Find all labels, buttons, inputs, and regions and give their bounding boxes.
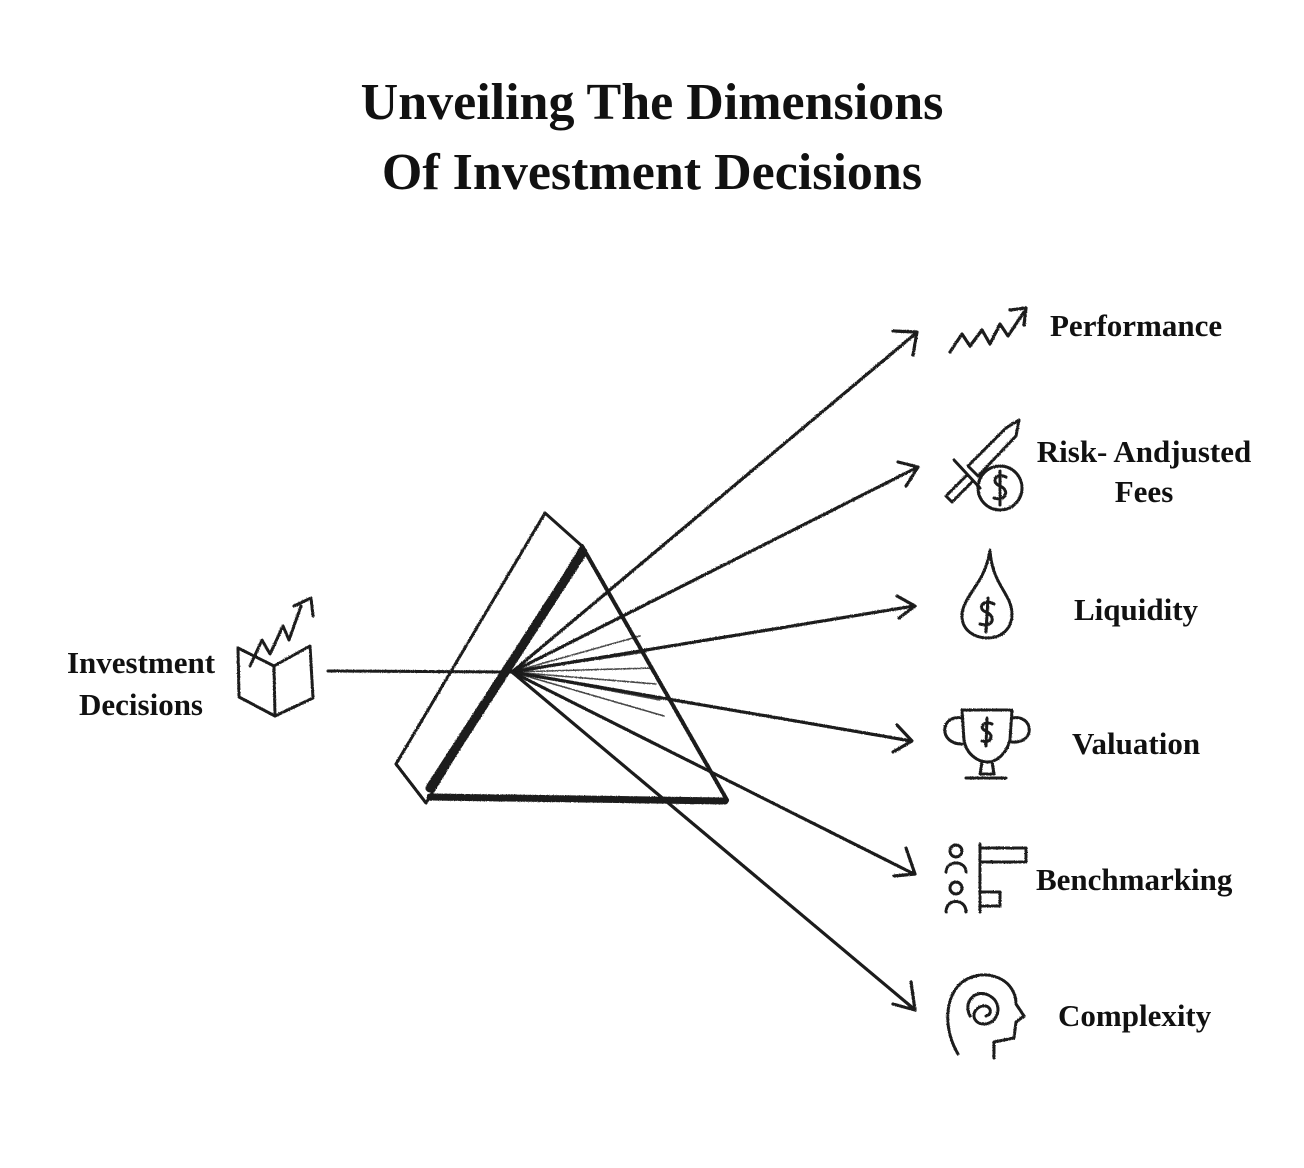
source-label-line-1: Investment: [66, 645, 216, 680]
page-title: Unveiling The Dimensions Of Investment D…: [0, 68, 1304, 208]
dollar-drop-icon: [960, 548, 1014, 640]
title-line-2: Of Investment Decisions: [381, 144, 923, 201]
open-book-growth-icon: [236, 596, 315, 718]
dimension-label-performance: Performance: [1050, 308, 1223, 343]
head-brain-icon: [946, 973, 1026, 1060]
arrow-risk-adjusted-fees: [510, 460, 920, 674]
trophy-icon: [943, 708, 1031, 780]
dimension-label-liquidity: Liquidity: [1074, 592, 1199, 627]
source-label: Investment Decisions: [36, 642, 246, 726]
sword-coin-icon: [944, 418, 1024, 512]
prism: [394, 511, 729, 805]
risk-label-line-1: Risk- Andjusted: [1036, 434, 1252, 469]
dimension-label-benchmarking: Benchmarking: [1036, 862, 1233, 897]
arrow-performance: [510, 329, 919, 674]
arrow-liquidity: [510, 594, 917, 674]
arrow-complexity: [510, 670, 917, 1012]
dimension-label-risk-adjusted-fees: Risk- Andjusted Fees: [1024, 432, 1264, 512]
dimension-label-valuation: Valuation: [1072, 726, 1201, 761]
arrow-valuation: [510, 670, 914, 754]
risk-label-line-2: Fees: [1114, 474, 1174, 509]
source-label-line-2: Decisions: [79, 687, 203, 722]
arrow-benchmarking: [510, 670, 917, 878]
dimension-label-complexity: Complexity: [1058, 998, 1212, 1033]
incoming-beam: [326, 669, 514, 674]
growth-arrow-icon: [948, 306, 1028, 354]
people-bars-icon: [944, 842, 1028, 914]
title-line-1: Unveiling The Dimensions: [360, 74, 944, 131]
